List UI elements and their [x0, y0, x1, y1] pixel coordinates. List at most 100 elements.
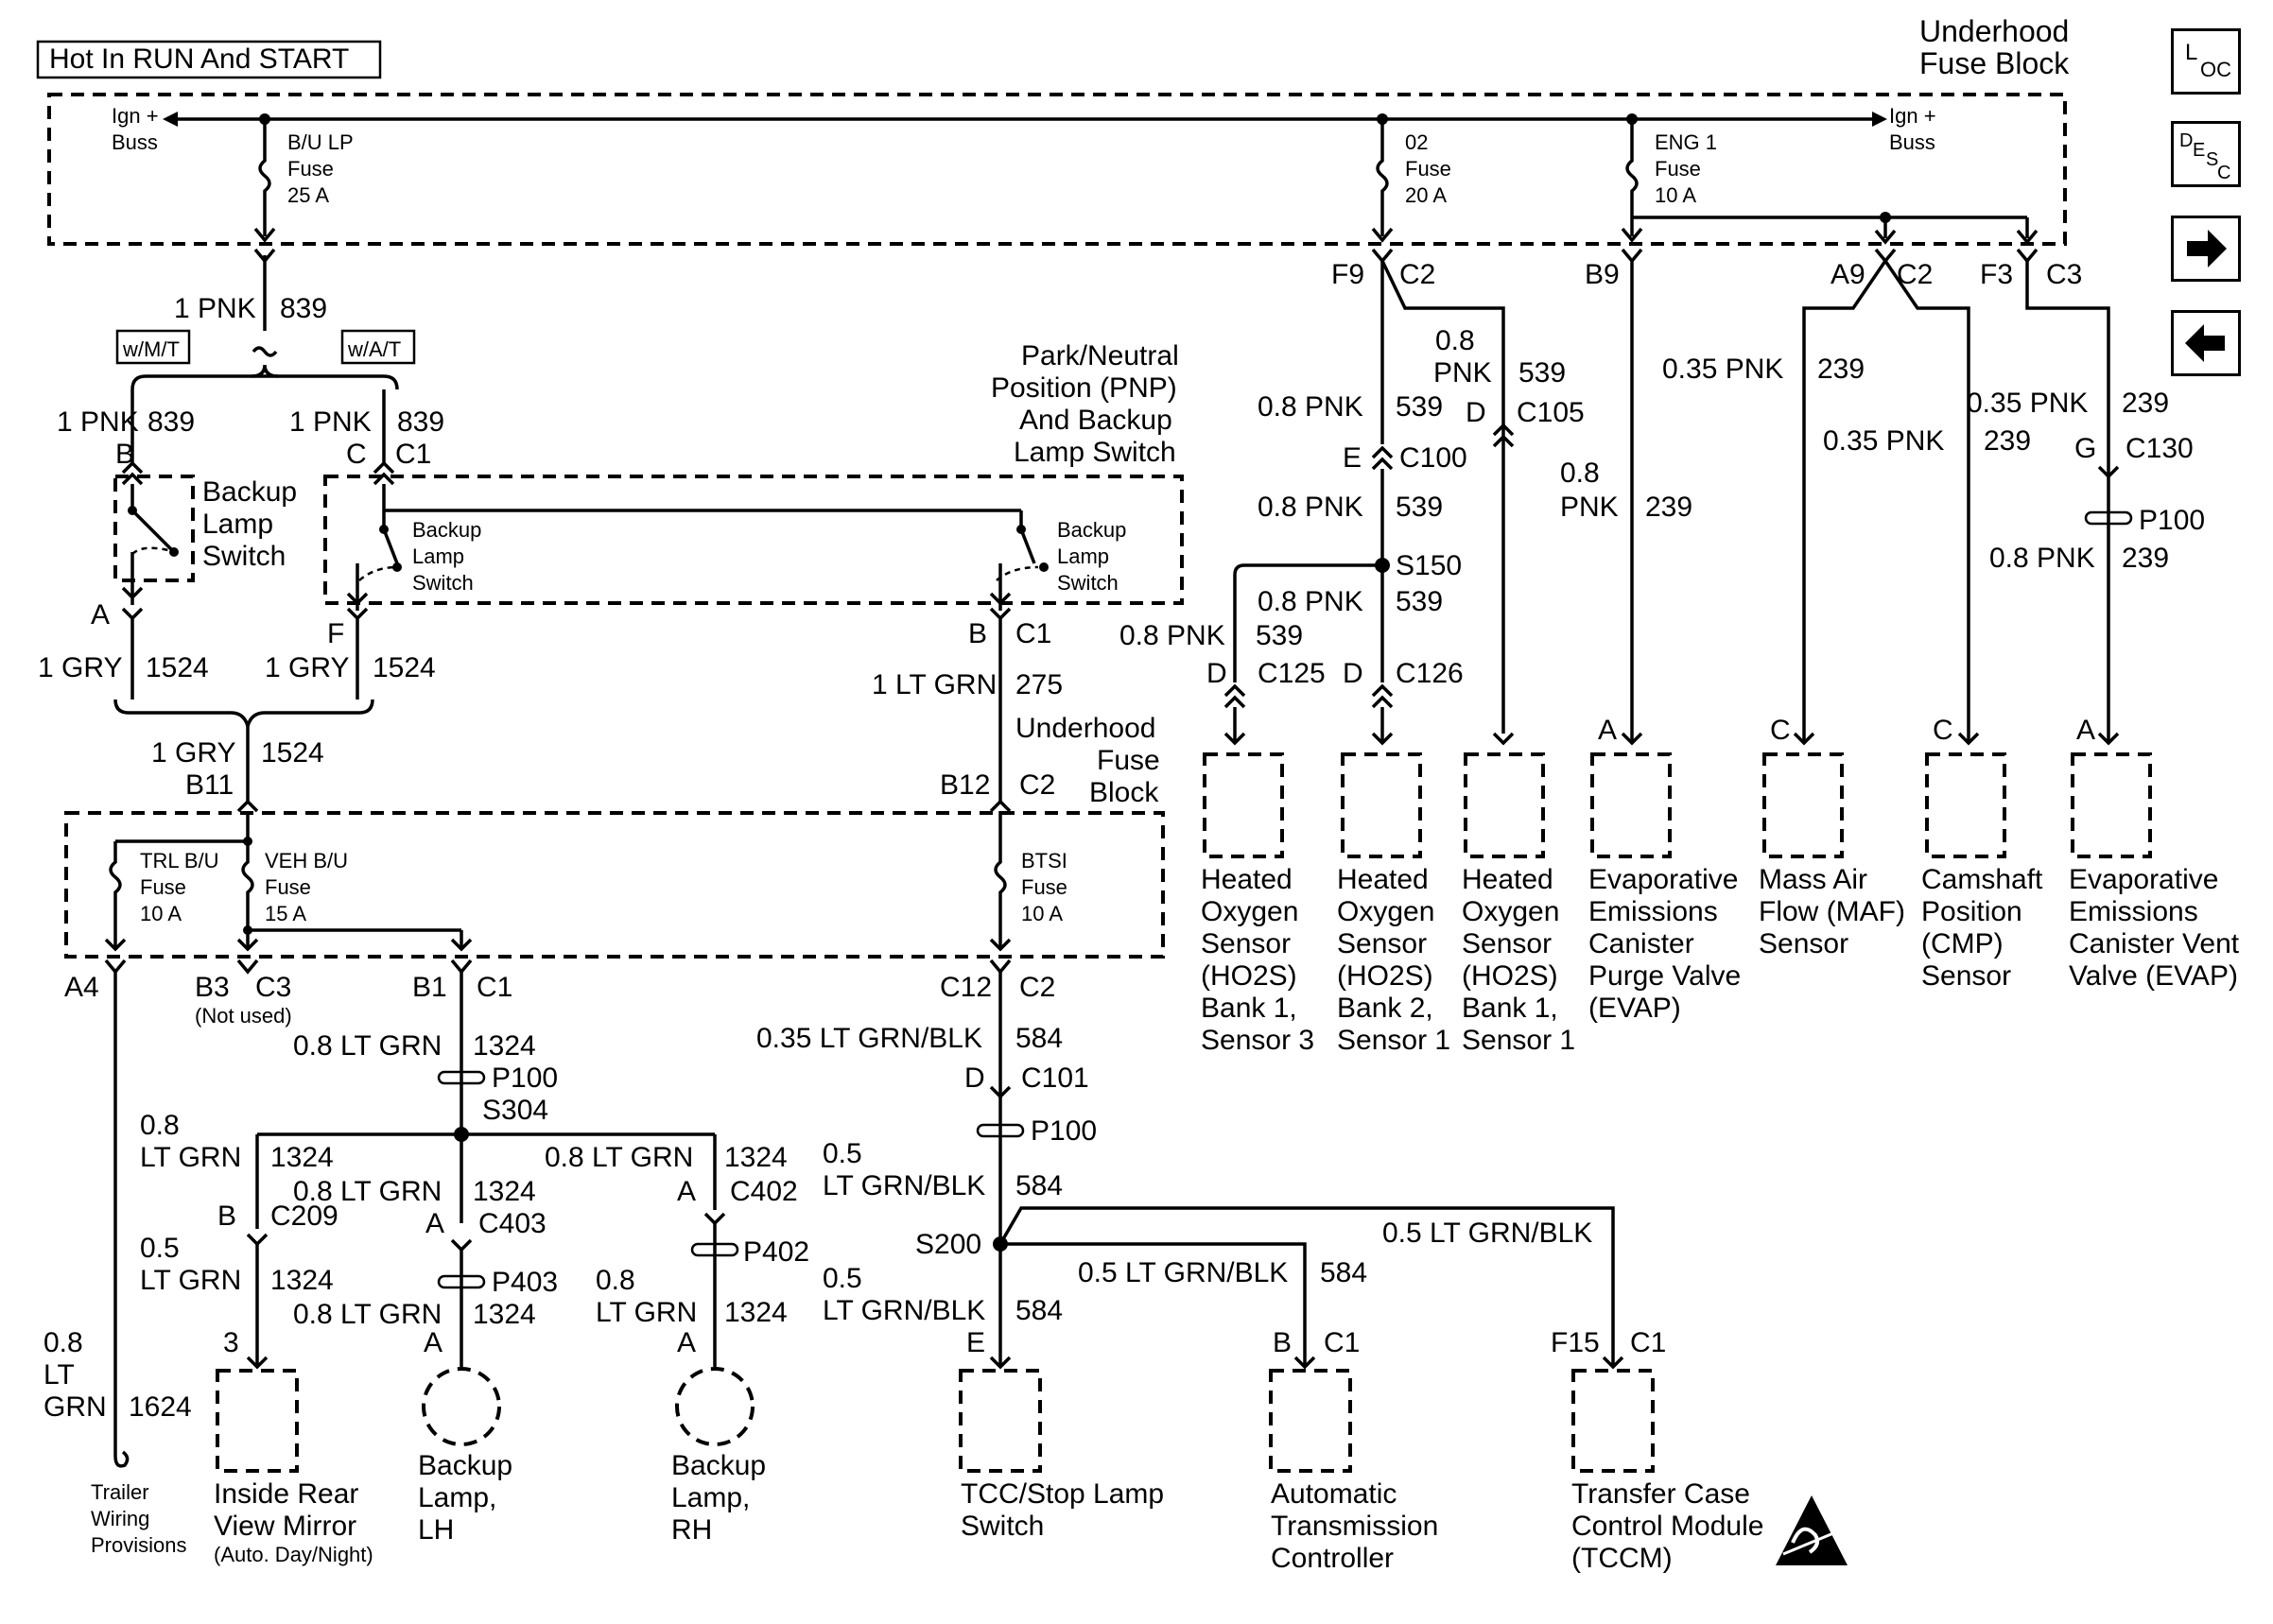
wire-1524-f-num: 1524	[373, 652, 436, 683]
evap-purge-component	[1590, 752, 1672, 858]
p402-inline	[690, 1242, 739, 1257]
wire-1324-lh-size: 0.8 LT GRN	[293, 1176, 442, 1207]
conn-b-left: B	[115, 439, 134, 470]
fuse-eng1	[1625, 119, 1639, 236]
desc-icon-c: C	[2217, 163, 2230, 183]
wire-1324-rh-num: 1324	[724, 1142, 788, 1173]
wire-1324-rh2-word: LT GRN	[596, 1297, 697, 1328]
tccm-component	[1571, 1369, 1655, 1473]
wire-539-c105-num: 539	[1518, 357, 1566, 389]
fuse-eng1-name: ENG 1	[1655, 130, 1717, 154]
bus-arrow-left	[163, 112, 178, 127]
backup-lamp-rh-component	[675, 1367, 755, 1446]
wire-584-main-size: 0.35 LT GRN/BLK	[756, 1023, 982, 1054]
ho2s-b2s1-component	[1341, 752, 1422, 858]
conn-b12: B12	[940, 769, 990, 801]
conn-c2-b12: C2	[1019, 769, 1055, 801]
not-used-label: (Not used)	[195, 1004, 292, 1028]
tcc-label-1: TCC/Stop Lamp	[961, 1478, 1164, 1510]
mt-switch-label-1: Backup	[202, 476, 297, 508]
pnp-switch-b-label-2: Lamp	[1057, 544, 1109, 568]
ho2s-b1s1-l5: Bank 1,	[1462, 993, 1558, 1024]
ho2s-b1s3-l2: Oxygen	[1201, 896, 1298, 927]
fuse-block-title-1: Underhood	[1919, 14, 2069, 48]
conn-c2-f9: C2	[1399, 259, 1435, 290]
fuse-btsi-rating: 10 A	[1021, 902, 1063, 925]
ign-buss-right-1: Ign +	[1889, 104, 1936, 128]
fuse-eng1-sub: Fuse	[1655, 157, 1701, 181]
loc-icon: L OC	[2185, 40, 2231, 81]
wire-239-cmp-num: 239	[1984, 425, 2031, 457]
ho2s-b1s1-l2: Oxygen	[1462, 896, 1559, 927]
pnp-switch-b-label-3: Switch	[1057, 571, 1119, 595]
lower-fuse-block-outline	[64, 811, 1165, 959]
conn-d-c125: D	[1206, 658, 1227, 689]
pnp-title-4: Lamp Switch	[1014, 437, 1176, 468]
prev-button[interactable]	[2171, 310, 2241, 376]
fuse-bulp	[258, 119, 271, 236]
mt-switch-label-3: Switch	[202, 541, 286, 572]
conn-f3: F3	[1980, 259, 2013, 290]
mirror-label-2: View Mirror	[214, 1511, 356, 1542]
wire-1524-a-size: 1 GRY	[38, 652, 123, 683]
wire-1324-lh2-num: 1324	[473, 1299, 536, 1330]
mid-fuse-block-2: Fuse	[1097, 745, 1160, 776]
mt-switch-label-2: Lamp	[202, 509, 273, 540]
evap-vent-l1: Evaporative	[2069, 864, 2218, 895]
conn-3-mirror: 3	[223, 1327, 239, 1358]
conn-b-pnp: B	[968, 618, 987, 649]
ho2s-b1s3-l6: Sensor 3	[1201, 1025, 1314, 1056]
backup-lamp-lh-component	[422, 1367, 501, 1446]
wire-539-c125-num: 539	[1256, 620, 1303, 651]
wire-584-tcc-size: 0.5	[823, 1263, 862, 1294]
conn-d-c105: D	[1466, 397, 1486, 428]
wire-1524-b11-size: 1 GRY	[151, 737, 236, 769]
cmp-l3: (CMP)	[1921, 928, 2004, 959]
wire-1324-main-num: 1324	[473, 1030, 536, 1062]
evap-vent-l4: Valve (EVAP)	[2069, 960, 2238, 992]
conn-c-pnp: C	[346, 439, 367, 470]
desc-icon-s: S	[2206, 149, 2218, 170]
wire-539-c100-num: 539	[1396, 391, 1443, 423]
fuse-btsi-sub: Fuse	[1021, 875, 1067, 899]
wire-1524-f-size: 1 GRY	[265, 652, 350, 683]
atc-component	[1269, 1369, 1352, 1473]
fuse-bulp-name: B/U LP	[287, 130, 354, 154]
mirror-note: (Auto. Day/Night)	[214, 1543, 373, 1566]
wire-1324-rh2-num: 1324	[724, 1297, 788, 1328]
lamp-lh-label-1: Backup	[418, 1450, 512, 1481]
lamp-rh-label-1: Backup	[671, 1450, 766, 1481]
ho2s-b1s3-l4: (HO2S)	[1201, 960, 1297, 992]
desc-button[interactable]: D E S C	[2171, 121, 2241, 187]
conn-b-c209: B	[217, 1201, 236, 1232]
ho2s-b1s3-l3: Sensor	[1201, 928, 1291, 959]
ign-buss-left-2: Buss	[112, 130, 158, 154]
conn-a4: A4	[64, 972, 99, 1003]
ho2s-b1s3-l5: Bank 1,	[1201, 993, 1297, 1024]
ho2s-b1s3-l1: Heated	[1201, 864, 1293, 895]
wire-584-mid-num: 584	[1015, 1170, 1063, 1201]
wire-275-num: 275	[1015, 669, 1063, 700]
splice-s304: S304	[482, 1095, 548, 1126]
conn-p100-vent: P100	[2139, 505, 2205, 536]
loc-button[interactable]: L OC	[2171, 28, 2241, 95]
wire-1624-lt: LT	[43, 1359, 75, 1391]
wire-584-mid-size: 0.5	[823, 1138, 862, 1169]
ign-buss-left-1: Ign +	[112, 104, 159, 128]
opt-at: w/A/T	[347, 337, 401, 361]
tccm-label-2: Control Module	[1571, 1511, 1763, 1542]
maf-l2: Flow (MAF)	[1759, 896, 1905, 927]
opt-mt: w/M/T	[122, 337, 180, 361]
conn-a-purge: A	[1598, 715, 1617, 746]
conn-p403: P403	[492, 1267, 558, 1298]
conn-c1-b1: C1	[477, 972, 512, 1003]
ho2s-b1s1-component	[1464, 752, 1545, 858]
fuse-bulp-rating: 25 A	[287, 183, 329, 207]
fuse-eng1-rating: 10 A	[1655, 183, 1696, 207]
trailer-label-3: Provisions	[91, 1533, 186, 1557]
conn-c1-pnp: C1	[395, 439, 431, 470]
next-button[interactable]	[2171, 216, 2241, 282]
pnp-switch-a-label-3: Switch	[412, 571, 474, 595]
conn-b9: B9	[1585, 259, 1620, 290]
conn-a-mt: A	[91, 599, 110, 631]
